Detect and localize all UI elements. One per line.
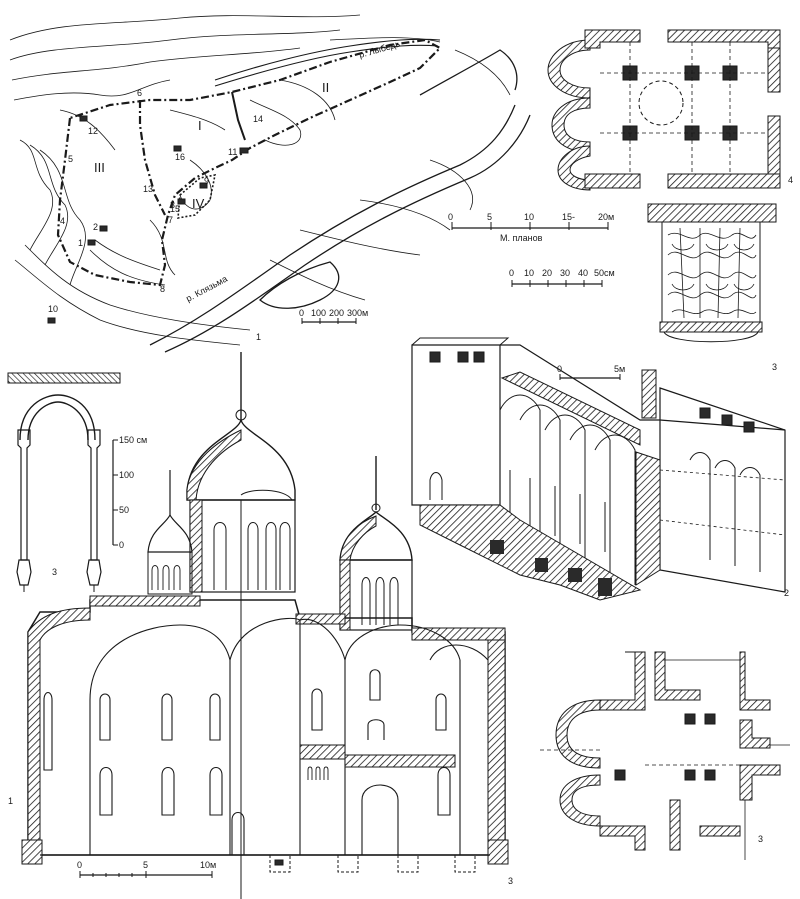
plan-scale-caption: М. планов xyxy=(500,233,543,243)
section-scale-bar: 0 5 10м xyxy=(77,860,216,878)
point-label-10: 10 xyxy=(48,304,58,314)
plan-scale-bar: 0 5 10 15- 20м М. планов xyxy=(448,212,614,243)
point-label-8: 8 xyxy=(160,284,165,294)
axonometric-scale-bar: 0 5м xyxy=(557,364,625,380)
point-label-14: 14 xyxy=(253,114,263,124)
column-detail: 150 см 100 50 0 3 xyxy=(7,372,147,592)
zone-label-1: I xyxy=(198,118,202,133)
site-map-scale-tick-0: 0 xyxy=(299,308,304,318)
plan-bottom-figure-number: 3 xyxy=(758,834,763,844)
capital-figure-number: 3 xyxy=(772,362,777,372)
point-label-5: 5 xyxy=(68,154,73,164)
axonometric-section: 0 5м 2 xyxy=(411,337,789,601)
point-label-16: 16 xyxy=(175,152,185,162)
river-lybed xyxy=(214,38,441,81)
capital-drawing: 3 0 10 20 30 40 50см xyxy=(509,203,777,372)
point-label-7: 7 xyxy=(168,215,173,225)
site-map-figure-number: 1 xyxy=(256,332,261,342)
site-map-scale-tick-2: 200 xyxy=(329,308,344,318)
site-map-scale-tick-3: 300м xyxy=(347,308,368,318)
point-label-2: 2 xyxy=(93,222,98,232)
monument-markers xyxy=(47,115,249,324)
site-map-scale-bar: 0 100 200 300м xyxy=(299,308,368,324)
point-label-9: 9 xyxy=(204,176,209,186)
capital-scale-tick-0: 0 xyxy=(509,268,514,278)
church-plan-top: 4 0 5 10 15- 20м М. планов xyxy=(448,29,793,243)
column-scale-tick-100: 100 xyxy=(119,470,134,480)
axonometric-scale-tick-1: 5м xyxy=(614,364,625,374)
section-scale-tick-5: 5 xyxy=(143,860,148,870)
section-figure-number-left: 1 xyxy=(8,796,13,806)
capital-scale-tick-3: 30 xyxy=(560,268,570,278)
church-plan-bottom: 3 xyxy=(540,651,790,860)
plan-scale-tick-3: 15- xyxy=(562,212,575,222)
point-label-11: 11 xyxy=(228,147,237,157)
plan-scale-tick-4: 20м xyxy=(598,212,614,222)
column-scale-tick-50: 50 xyxy=(119,505,129,515)
point-label-15: 15 xyxy=(170,204,180,214)
section-figure-number-right: 3 xyxy=(508,876,513,886)
column-scale-bar: 150 см 100 50 0 xyxy=(112,435,147,550)
section-scale-tick-0: 0 xyxy=(77,860,82,870)
plan-scale-tick-0: 0 xyxy=(448,212,453,222)
zone-label-3: III xyxy=(94,160,105,175)
axonometric-figure-number: 2 xyxy=(784,588,789,598)
point-label-4: 4 xyxy=(60,216,65,226)
axonometric-scale-tick-0: 0 xyxy=(557,364,562,374)
capital-scale-tick-5: 50см xyxy=(594,268,615,278)
site-map-scale-tick-1: 100 xyxy=(311,308,326,318)
point-label-3: 3 xyxy=(170,200,175,210)
point-label-13: 13 xyxy=(143,184,153,194)
plan-top-figure-number: 4 xyxy=(788,175,793,185)
capital-scale-bar: 0 10 20 30 40 50см xyxy=(509,268,615,287)
capital-scale-tick-1: 10 xyxy=(524,268,534,278)
river-klyazma xyxy=(149,49,531,353)
zone-label-2: II xyxy=(322,80,329,95)
capital-scale-tick-2: 20 xyxy=(542,268,552,278)
plan-scale-tick-2: 10 xyxy=(524,212,534,222)
section-scale-tick-10: 10м xyxy=(200,860,216,870)
cathedral-section: 0 5 10м 1 3 xyxy=(8,352,513,899)
capital-scale-tick-4: 40 xyxy=(578,268,588,278)
river-klyazma-label: р. Клязьма xyxy=(184,274,229,304)
contour-lines xyxy=(9,14,511,346)
point-label-1: 1 xyxy=(78,238,83,248)
site-map: I II III IV 1 2 3 4 5 6 7 8 9 10 11 12 1… xyxy=(9,14,531,353)
column-scale-tick-150: 150 см xyxy=(119,435,147,445)
point-label-12: 12 xyxy=(88,126,98,136)
fortification-wall xyxy=(56,38,442,287)
zone-label-4: IV xyxy=(192,196,205,211)
point-label-6: 6 xyxy=(137,88,142,98)
plan-scale-tick-1: 5 xyxy=(487,212,492,222)
column-figure-number: 3 xyxy=(52,567,57,577)
column-scale-tick-0: 0 xyxy=(119,540,124,550)
